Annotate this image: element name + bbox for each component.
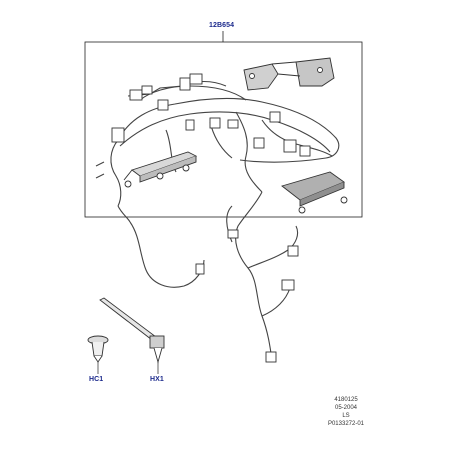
ref-line-3: LS (342, 413, 350, 419)
ref-line-1: 4180125 (334, 397, 358, 403)
cable-tie (99, 297, 165, 364)
ref-line-2: 05-2004 (334, 405, 358, 411)
push-clip (87, 335, 109, 363)
tie-callout[interactable]: HX1 (150, 376, 164, 383)
assembly-frame (84, 41, 363, 218)
right-mounting-bracket (281, 171, 348, 214)
main-part-callout[interactable]: 12B654 (209, 22, 235, 29)
upper-bracket (243, 57, 335, 91)
reference-block: 4180125 05-2004 LS P0133272-01 (318, 397, 374, 427)
ref-line-4: P0133272-01 (327, 421, 365, 427)
clip-callout[interactable]: HC1 (89, 376, 104, 383)
harness-connectors (111, 73, 311, 363)
left-mounting-bracket (123, 151, 198, 188)
